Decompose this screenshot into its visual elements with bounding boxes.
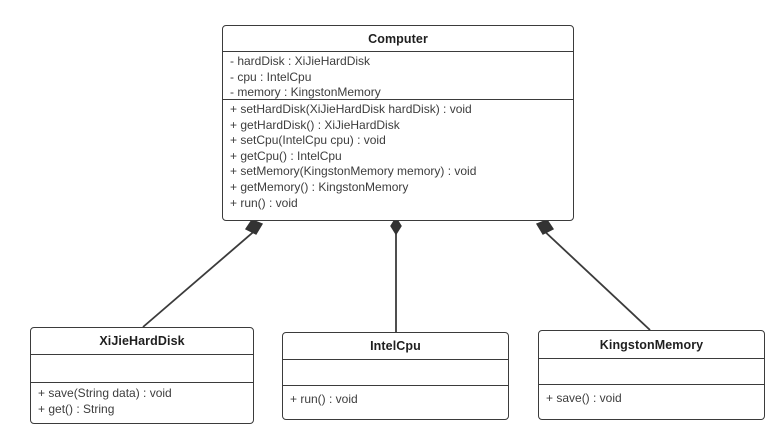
operation-row: + get() : String xyxy=(38,401,115,416)
class-title-kingstonmemory: KingstonMemory xyxy=(539,331,764,359)
composition-diamond-kingston xyxy=(535,219,555,235)
class-operations-intelcpu: + run() : void xyxy=(283,386,508,412)
attribute-row: - memory : KingstonMemory xyxy=(230,85,381,100)
operation-row: + run() : void xyxy=(290,392,358,406)
attribute-row: - hardDisk : XiJieHardDisk xyxy=(230,54,371,68)
class-title-intelcpu: IntelCpu xyxy=(283,333,508,360)
class-title-xijieharddisk: XiJieHardDisk xyxy=(31,328,253,355)
composition-diamond-harddisk xyxy=(244,219,264,235)
edge-computer-harddisk xyxy=(142,227,259,328)
attribute-row: - cpu : IntelCpu xyxy=(230,69,312,84)
operation-row: + setHardDisk(XiJieHardDisk hardDisk) : … xyxy=(230,102,472,116)
class-title-computer: Computer xyxy=(223,26,573,52)
operation-row: + save(String data) : void xyxy=(38,386,172,400)
class-attributes-computer: - hardDisk : XiJieHardDisk - cpu : Intel… xyxy=(223,52,573,100)
class-box-computer[interactable]: Computer - hardDisk : XiJieHardDisk - cp… xyxy=(222,25,574,221)
operation-row: + run() : void xyxy=(230,195,298,210)
class-attributes-kingstonmemory xyxy=(539,359,764,385)
operation-row: + getHardDisk() : XiJieHardDisk xyxy=(230,117,400,132)
class-box-intelcpu[interactable]: IntelCpu + run() : void xyxy=(282,332,509,420)
operation-row: + getMemory() : KingstonMemory xyxy=(230,179,409,194)
operation-row: + save() : void xyxy=(546,391,622,405)
class-attributes-intelcpu xyxy=(283,360,508,386)
class-attributes-xijieharddisk xyxy=(31,355,253,383)
class-box-kingstonmemory[interactable]: KingstonMemory + save() : void xyxy=(538,330,765,420)
class-operations-computer: + setHardDisk(XiJieHardDisk hardDisk) : … xyxy=(223,100,573,215)
class-box-xijieharddisk[interactable]: XiJieHardDisk + save(String data) : void… xyxy=(30,327,254,424)
operation-row: + setCpu(IntelCpu cpu) : void xyxy=(230,133,386,148)
edge-computer-kingston xyxy=(540,227,651,331)
class-operations-xijieharddisk: + save(String data) : void + get() : Str… xyxy=(31,383,253,421)
class-operations-kingstonmemory: + save() : void xyxy=(539,385,764,411)
operation-row: + getCpu() : IntelCpu xyxy=(230,148,342,163)
operation-row: + setMemory(KingstonMemory memory) : voi… xyxy=(230,164,477,179)
